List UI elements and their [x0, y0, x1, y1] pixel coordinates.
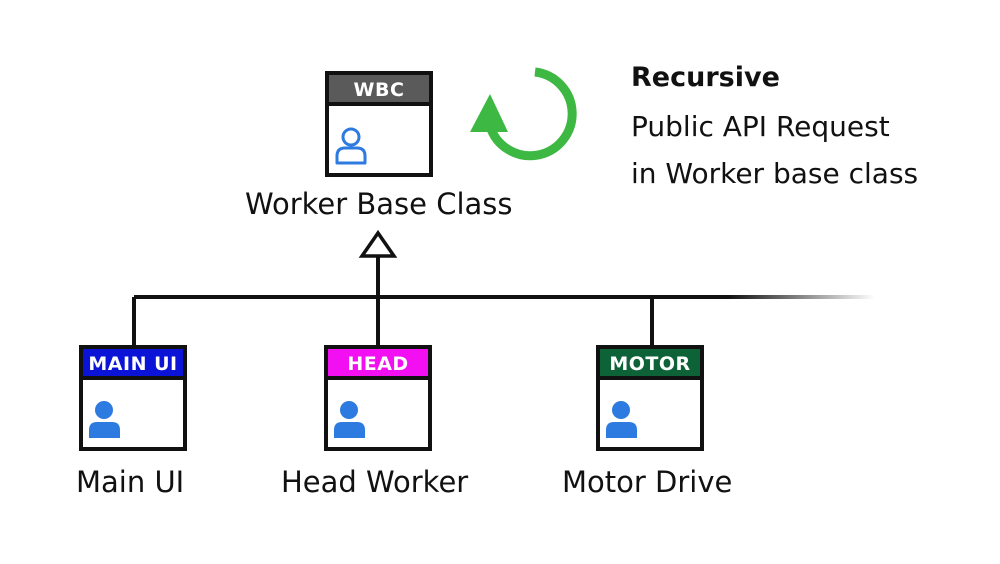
worker-header — [324, 345, 432, 380]
worker-box-main-ui[interactable]: MAIN UI — [79, 345, 187, 451]
recursive-note-line-1: Public API Request — [631, 110, 890, 143]
base-class-box[interactable]: WBC — [325, 71, 433, 177]
connector-bus-fade — [650, 295, 875, 299]
recursive-note-title: Recursive — [631, 62, 780, 93]
worker-box-motor[interactable]: MOTOR — [596, 345, 704, 451]
worker-person-icon — [334, 401, 365, 438]
worker-header — [596, 345, 704, 380]
worker-header — [79, 345, 187, 380]
inheritance-connectors — [132, 229, 875, 347]
base-person-icon — [335, 127, 367, 165]
base-class-label: Worker Base Class — [245, 187, 513, 221]
worker-person-icon — [606, 401, 637, 438]
base-class-header-text: WBC — [354, 79, 405, 101]
worker-header-text: MAIN UI — [88, 353, 177, 375]
worker-label-motor: Motor Drive — [562, 465, 733, 499]
base-class-header — [325, 71, 433, 106]
worker-header-text: MOTOR — [609, 353, 690, 375]
worker-label-head: Head Worker — [281, 465, 469, 499]
recursive-arrow-icon — [470, 67, 577, 161]
recursive-note-line-2: in Worker base class — [631, 157, 919, 190]
worker-person-icon — [89, 401, 120, 438]
worker-box-head[interactable]: HEAD — [324, 345, 432, 451]
worker-label-main-ui: Main UI — [76, 465, 185, 499]
inheritance-triangle-icon — [358, 229, 398, 258]
worker-header-text: HEAD — [347, 353, 408, 375]
